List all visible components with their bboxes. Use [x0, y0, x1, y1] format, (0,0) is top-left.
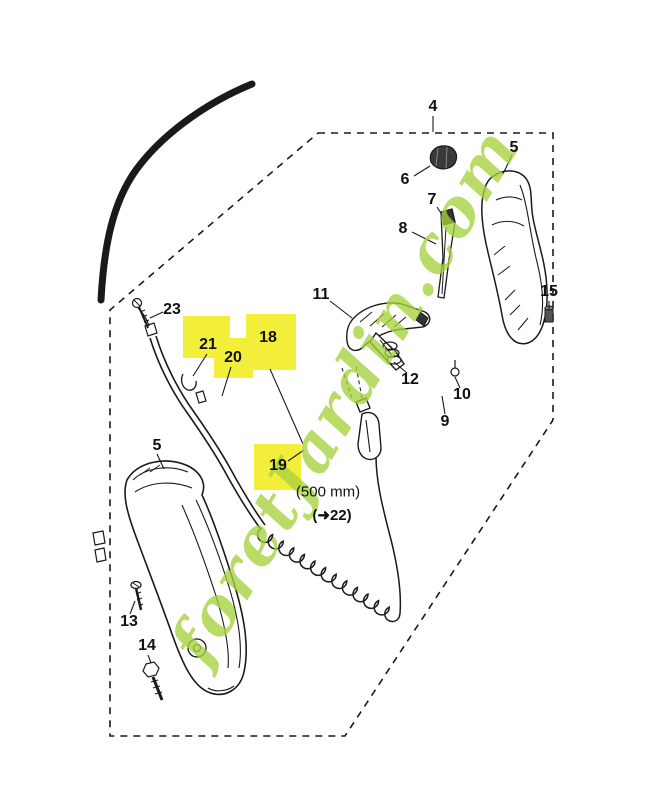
adjusting-knob	[429, 145, 458, 170]
part-label-20: 20	[224, 349, 242, 366]
pivot-pin	[450, 360, 460, 377]
leader-lines	[129, 116, 550, 664]
cable-length-note: (500 mm)	[295, 483, 361, 501]
throttle-trigger	[346, 302, 431, 371]
part-label-15: 15	[540, 283, 558, 300]
handle-housing-right	[481, 170, 548, 345]
edge-fragments	[92, 530, 107, 563]
part-label-11: 11	[312, 286, 330, 303]
part-label-8: 8	[398, 220, 408, 237]
coiled-cable	[256, 455, 402, 623]
wiring-harness	[137, 307, 266, 529]
switch-connector	[341, 365, 382, 461]
part-label-5-left: 5	[152, 437, 162, 454]
background-cable	[97, 80, 256, 304]
part-label-13: 13	[120, 613, 138, 630]
part-label-18: 18	[259, 329, 277, 346]
dashed-boundary	[109, 132, 554, 737]
part-label-23: 23	[163, 301, 181, 318]
part-label-4: 4	[428, 98, 438, 115]
reference-22-note: (➜22)	[312, 507, 352, 524]
handle-housing-left	[124, 460, 247, 696]
screw-23	[131, 297, 150, 329]
trigger-rod	[437, 208, 456, 299]
part-label-14: 14	[138, 637, 156, 654]
part-label-5-top: 5	[509, 139, 519, 156]
bolt-14	[142, 661, 164, 701]
part-label-10: 10	[453, 386, 471, 403]
part-label-7: 7	[427, 191, 437, 208]
part-label-6: 6	[400, 171, 410, 188]
trigger-spring	[382, 341, 402, 365]
part-label-21: 21	[199, 336, 217, 353]
part-label-12: 12	[401, 371, 419, 388]
cable-clamps	[181, 373, 207, 404]
part-label-9: 9	[440, 413, 450, 430]
screw-13	[130, 580, 144, 611]
part-label-19: 19	[269, 457, 287, 474]
highlight-boxes	[183, 314, 301, 490]
